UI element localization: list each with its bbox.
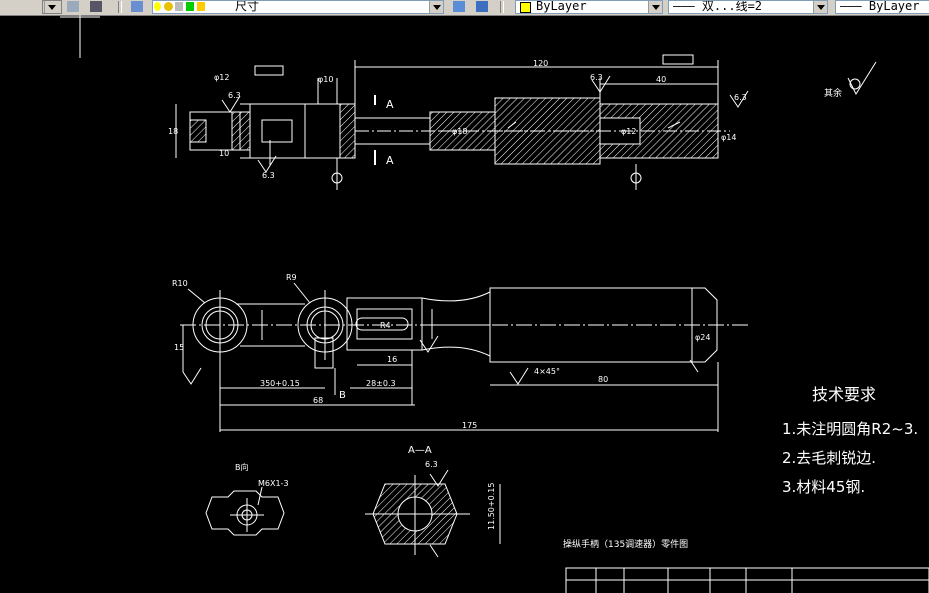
layer-match-icon[interactable]	[90, 1, 102, 12]
tech-req-item-2: 2.去毛刺锐边.	[782, 449, 876, 467]
color-swatch-icon	[520, 2, 531, 13]
title-block-name: 操纵手柄（135调速器）零件图	[563, 538, 688, 550]
radius-r10: R10	[172, 279, 188, 288]
top-view-labels: 120 40 φ12 φ10 10 18 φ18 φ14 φ12 6.3 6.3…	[168, 59, 842, 180]
view-b	[205, 486, 285, 536]
title-block	[565, 567, 929, 593]
section-a-a-title: A—A	[408, 445, 432, 456]
dim-28: 28±0.3	[366, 379, 396, 388]
roughness-3: 6.3	[590, 73, 603, 82]
layer-name: 尺寸	[235, 0, 260, 13]
dim-80: 80	[598, 375, 608, 384]
dim-chamfer: 4×45°	[534, 367, 560, 376]
dim-120: 120	[533, 59, 548, 68]
dim-40: 40	[656, 75, 666, 84]
tech-req-item-1: 1.未注明圆角R2~3.	[782, 420, 918, 438]
dim-68: 68	[313, 396, 323, 405]
color-dropdown[interactable]: ByLayer	[515, 0, 663, 14]
layer-dropdown[interactable]: 尺寸	[152, 0, 444, 14]
chevron-down-icon	[813, 1, 827, 13]
make-current-layer-icon[interactable]	[453, 1, 465, 12]
dim-16: 16	[387, 355, 397, 364]
front-view	[180, 282, 750, 432]
toolbar-separator	[500, 1, 504, 13]
plot-icon	[197, 2, 205, 11]
section-label-bottom: A	[386, 154, 394, 167]
roughness-4: 6.3	[734, 93, 747, 102]
properties-toolbar: 尺寸 ByLayer ——— 双...线=2 ——— ByLayer	[0, 0, 929, 16]
layer-color-icon	[186, 2, 194, 11]
dim-10: 10	[219, 149, 229, 158]
linetype-value: ——— 双...线=2	[673, 0, 763, 13]
finish-symbol	[847, 61, 877, 96]
linetype-dropdown[interactable]: ——— 双...线=2	[668, 0, 828, 14]
dim-dia-18: φ18	[452, 127, 467, 136]
top-view	[175, 54, 749, 190]
dim-175: 175	[462, 421, 477, 430]
dim-dia-12b: φ12	[621, 127, 636, 136]
section-height: 11.50+0.15	[487, 483, 496, 530]
lineweight-dropdown[interactable]: ——— ByLayer	[835, 0, 929, 14]
tech-req-title: 技术要求	[812, 385, 876, 404]
toolbar-separator	[118, 1, 122, 13]
roughness-1: 6.3	[228, 91, 241, 100]
radius-r9: R9	[286, 273, 297, 282]
view-b-title: B向	[235, 462, 249, 472]
sun-icon	[164, 2, 173, 11]
section-a-a-labels: A—A 6.3 11.50+0.15	[408, 445, 496, 530]
section-a-a	[365, 469, 501, 558]
layer-manager-icon[interactable]	[131, 1, 143, 12]
chevron-down-icon	[44, 1, 61, 13]
chevron-down-icon	[429, 1, 443, 13]
drawing-canvas[interactable]: 120 40 φ12 φ10 10 18 φ18 φ14 φ12 6.3 6.3…	[0, 15, 929, 593]
front-view-labels: R10 R9 15 350+0.15 68 175 16 28±0.3 80 4…	[172, 273, 710, 430]
layer-tools-icon[interactable]	[67, 1, 79, 12]
section-rough: 6.3	[425, 460, 438, 469]
tech-requirements: 技术要求 1.未注明圆角R2~3. 2.去毛刺锐边. 3.材料45钢.	[782, 385, 918, 496]
dim-r4: R4	[380, 321, 391, 330]
dim-15: 15	[174, 343, 184, 352]
color-value: ByLayer	[536, 0, 587, 13]
layer-state-dropdown[interactable]	[42, 0, 62, 14]
layer-previous-icon[interactable]	[476, 1, 488, 12]
lightbulb-icon	[154, 2, 161, 11]
tech-req-item-3: 3.材料45钢.	[782, 478, 865, 496]
dim-dia-14: φ14	[721, 133, 736, 142]
dim-18: 18	[168, 127, 178, 136]
lock-icon	[175, 2, 183, 11]
finish-note: 其余	[824, 87, 842, 99]
crosshair-cursor	[60, 15, 100, 58]
thread-label: M6X1-3	[258, 479, 289, 488]
dim-dia-12: φ12	[214, 73, 229, 82]
dim-350: 350+0.15	[260, 379, 300, 388]
section-label-top: A	[386, 98, 394, 111]
view-b-label: B	[339, 390, 346, 401]
chevron-down-icon	[648, 1, 662, 13]
dim-dia-10: φ10	[318, 75, 333, 84]
roughness-2: 6.3	[262, 171, 275, 180]
dim-dia-24: φ24	[695, 333, 710, 342]
lineweight-value: ——— ByLayer	[840, 0, 920, 13]
view-b-labels: B向 M6X1-3	[235, 462, 289, 488]
